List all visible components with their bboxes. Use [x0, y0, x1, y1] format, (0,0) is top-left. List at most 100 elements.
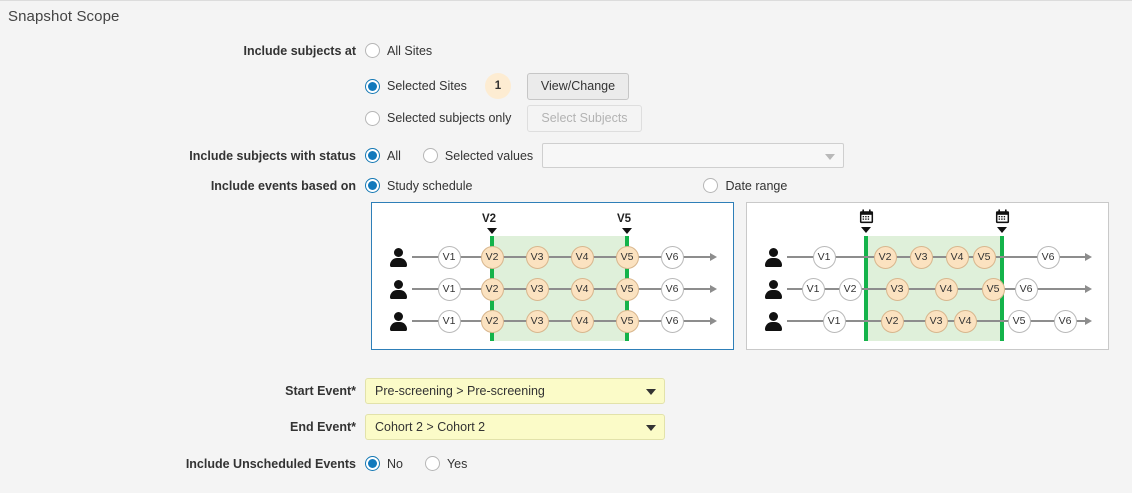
radio-unscheduled-no[interactable]: No	[365, 456, 403, 471]
radio-status-all-control[interactable]	[365, 148, 380, 163]
row-include-subjects-with-status: Include subjects with status All Selecte…	[0, 143, 845, 168]
arrow-head-icon	[710, 316, 717, 325]
visit-node: V2	[880, 309, 904, 333]
timeline-line	[412, 320, 710, 322]
person-icon	[390, 280, 407, 299]
status-values-select[interactable]	[542, 143, 845, 168]
end-event-select[interactable]: Cohort 2 > Cohort 2	[365, 414, 665, 440]
radio-all-sites-control[interactable]	[365, 43, 380, 58]
radio-status-selected-values[interactable]: Selected values	[422, 148, 534, 163]
calendar-icon	[859, 209, 874, 224]
visit-node: V5	[981, 277, 1005, 301]
row-end-event: End Event* Cohort 2 > Cohort 2	[0, 414, 665, 440]
radio-status-selected-values-label: Selected values	[444, 148, 534, 163]
radio-selected-sites-control[interactable]	[365, 78, 380, 94]
person-icon	[765, 280, 782, 299]
radio-unscheduled-yes-control[interactable]	[424, 456, 440, 471]
radio-status-all-label: All	[387, 148, 401, 163]
radio-status-all[interactable]: All	[365, 148, 401, 163]
radio-study-schedule-label: Study schedule	[387, 178, 473, 193]
radio-date-range-label: Date range	[725, 178, 788, 193]
row-include-events-based-on: Include events based on Study schedule D…	[0, 178, 787, 193]
end-event-value: Cohort 2 > Cohort 2	[375, 420, 486, 434]
visit-node: V3	[525, 277, 549, 301]
timeline-line	[412, 288, 710, 290]
radio-unscheduled-yes-label: Yes	[446, 456, 468, 471]
visit-node: V3	[885, 277, 909, 301]
radio-all-sites[interactable]: All Sites	[365, 43, 432, 58]
visit-node: V1	[437, 245, 461, 269]
visit-node: V5	[972, 245, 996, 269]
visit-node: V4	[570, 309, 594, 333]
radio-unscheduled-yes[interactable]: Yes	[424, 456, 468, 471]
label-include-subjects-with-status: Include subjects with status	[189, 148, 356, 163]
radio-study-schedule-control[interactable]	[365, 178, 380, 193]
visit-node: V2	[873, 245, 897, 269]
radio-selected-sites[interactable]: Selected Sites	[365, 78, 467, 94]
visit-node: V5	[615, 277, 639, 301]
radio-status-selected-values-control[interactable]	[422, 148, 438, 163]
visit-node: V6	[1053, 309, 1077, 333]
radio-selected-subjects-only-label: Selected subjects only	[387, 111, 512, 126]
chevron-down-icon	[825, 153, 836, 160]
radio-study-schedule[interactable]: Study schedule	[365, 178, 472, 193]
arrow-head-icon	[1085, 252, 1092, 261]
chevron-down-icon	[646, 425, 656, 431]
radio-all-sites-label: All Sites	[387, 43, 433, 58]
radio-selected-subjects-only[interactable]: Selected subjects only	[365, 110, 512, 126]
visit-node: V1	[801, 277, 825, 301]
select-subjects-button: Select Subjects	[527, 105, 642, 132]
visit-node: V3	[909, 245, 933, 269]
timeline-line	[787, 256, 1085, 258]
row-selected-sites: Selected Sites 1 View/Change	[0, 73, 630, 100]
top-divider	[0, 0, 1132, 1]
visit-node: V2	[480, 277, 504, 301]
row-start-event: Start Event* Pre-screening > Pre-screeni…	[0, 378, 665, 404]
visit-node: V1	[812, 245, 836, 269]
person-icon	[390, 248, 407, 267]
visit-node: V3	[525, 245, 549, 269]
visit-node: V4	[945, 245, 969, 269]
person-icon	[390, 312, 407, 331]
calendar-icon	[995, 209, 1010, 224]
radio-unscheduled-no-control[interactable]	[365, 456, 380, 471]
person-icon	[765, 248, 782, 267]
visit-node: V4	[953, 309, 977, 333]
radio-date-range[interactable]: Date range	[703, 178, 787, 193]
caret-down-icon	[622, 228, 632, 234]
radio-unscheduled-no-label: No	[387, 456, 403, 471]
chevron-down-icon	[646, 389, 656, 395]
visit-node: V1	[437, 277, 461, 301]
caret-down-icon	[861, 227, 871, 233]
caret-down-icon	[487, 228, 497, 234]
marker-end-label: V5	[617, 213, 632, 225]
timeline-line	[412, 256, 710, 258]
person-icon	[765, 312, 782, 331]
arrow-head-icon	[710, 284, 717, 293]
caret-down-icon	[997, 227, 1007, 233]
visit-node: V4	[570, 277, 594, 301]
visit-node: V5	[615, 245, 639, 269]
visit-node: V2	[480, 309, 504, 333]
label-end-event: End Event*	[290, 420, 356, 434]
row-include-unscheduled-events: Include Unscheduled Events No Yes	[0, 456, 467, 471]
visit-node: V5	[1007, 309, 1031, 333]
label-include-unscheduled-events: Include Unscheduled Events	[185, 456, 356, 471]
radio-date-range-control[interactable]	[703, 178, 719, 193]
label-start-event: Start Event*	[285, 384, 356, 398]
radio-selected-subjects-only-control[interactable]	[365, 110, 380, 126]
visit-node: V6	[1036, 245, 1060, 269]
visit-node: V3	[924, 309, 948, 333]
visit-node: V4	[570, 245, 594, 269]
visit-node: V3	[525, 309, 549, 333]
view-change-button[interactable]: View/Change	[526, 73, 630, 100]
start-event-select[interactable]: Pre-screening > Pre-screening	[365, 378, 665, 404]
visit-node: V4	[934, 277, 958, 301]
visit-node: V2	[838, 277, 862, 301]
arrow-head-icon	[1085, 316, 1092, 325]
visit-node: V6	[660, 245, 684, 269]
visit-node: V6	[660, 309, 684, 333]
visit-node: V2	[480, 245, 504, 269]
